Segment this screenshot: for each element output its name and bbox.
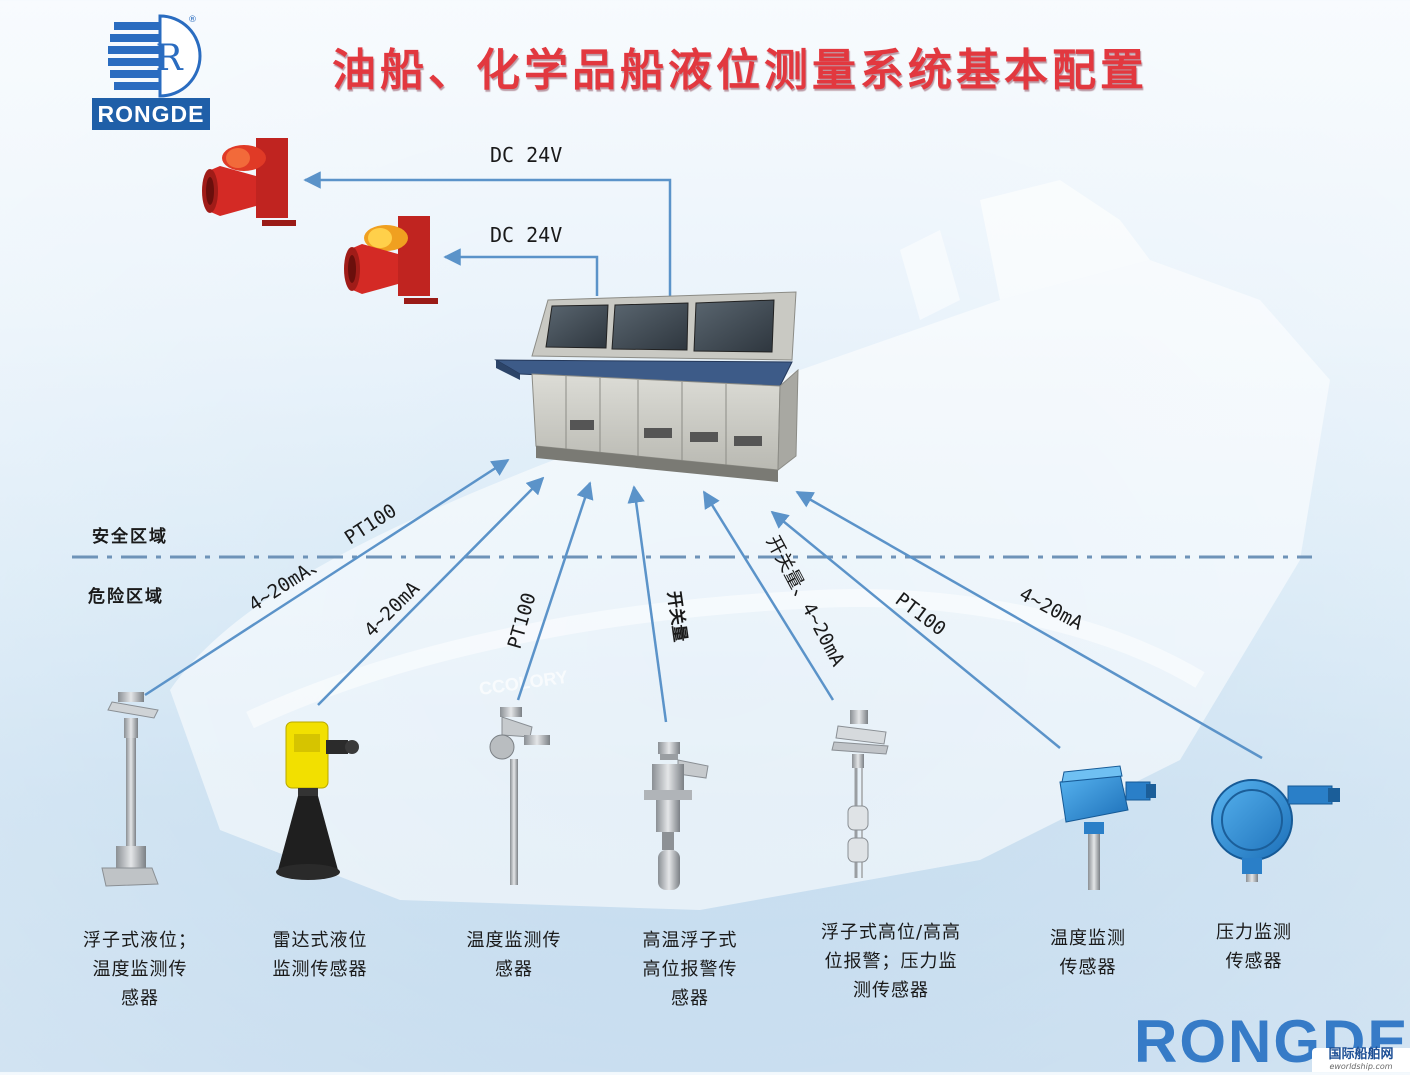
float-switch-icon bbox=[644, 742, 709, 890]
signal-label-1: PT100 bbox=[341, 500, 401, 550]
rongde-logo: R ® bbox=[108, 14, 202, 98]
signal-label-6: 开关量、4~20mA bbox=[762, 532, 850, 671]
sensor-caption-4: 高温浮子式 高位报警传 感器 bbox=[642, 930, 738, 1009]
power-line-2 bbox=[443, 248, 599, 296]
power-line-1 bbox=[303, 171, 672, 296]
svg-text:R: R bbox=[155, 38, 183, 79]
signal-arrow-7 bbox=[795, 490, 1263, 760]
sensor-caption-1: 浮子式液位； 温度监测传 感器 bbox=[83, 930, 197, 1009]
signal-arrow-6 bbox=[770, 510, 1061, 749]
signal-arrow-1 bbox=[144, 458, 510, 697]
page-title: 油船、化学品船液位测量系统基本配置 bbox=[332, 45, 1148, 96]
svg-text:®: ® bbox=[188, 15, 197, 25]
signal-arrow-5 bbox=[702, 490, 835, 701]
control-console-graphic bbox=[494, 291, 799, 482]
signal-label-5: 开关量 bbox=[663, 590, 691, 643]
temperature-probe-icon bbox=[1059, 765, 1156, 890]
power-label-2: DC 24V bbox=[490, 223, 562, 247]
site-badge-url: eworldship.com bbox=[1329, 1062, 1393, 1071]
site-badge[interactable]: 国际船舶网 eworldship.com bbox=[1312, 1048, 1410, 1072]
pressure-transmitter-icon bbox=[1211, 779, 1340, 882]
signal-label-4: PT100 bbox=[504, 590, 541, 651]
radar-sensor-icon bbox=[276, 721, 359, 880]
signal-arrows bbox=[144, 458, 1263, 760]
hazardous-zone-label: 危险区域 bbox=[88, 587, 164, 607]
temperature-probe-icon bbox=[489, 707, 550, 885]
signal-arrow-4 bbox=[627, 485, 668, 723]
power-label-1: DC 24V bbox=[490, 143, 562, 167]
signal-arrow-3 bbox=[516, 481, 594, 701]
sensor-caption-3: 温度监测传 感器 bbox=[466, 930, 562, 980]
sensor-caption-7: 压力监测 传感器 bbox=[1216, 922, 1292, 972]
level-sensor-icon bbox=[101, 692, 159, 887]
alarm-horn-icon bbox=[344, 216, 438, 304]
level-sensor-icon bbox=[831, 710, 889, 878]
sensor-caption-2: 雷达式液位 监测传感器 bbox=[272, 930, 368, 980]
brand-name: RONGDE bbox=[92, 98, 210, 130]
signal-label-8: 4~20mA bbox=[1016, 583, 1087, 635]
alarm-horn-icon bbox=[202, 138, 296, 226]
sensor-caption-5: 浮子式高位/高高 位报警；压力监 测传感器 bbox=[820, 922, 962, 1001]
safe-zone-label: 安全区域 bbox=[92, 527, 168, 547]
sensor-caption-6: 温度监测 传感器 bbox=[1050, 928, 1126, 978]
signal-arrow-2 bbox=[317, 476, 545, 706]
site-badge-name: 国际船舶网 bbox=[1328, 1047, 1394, 1062]
